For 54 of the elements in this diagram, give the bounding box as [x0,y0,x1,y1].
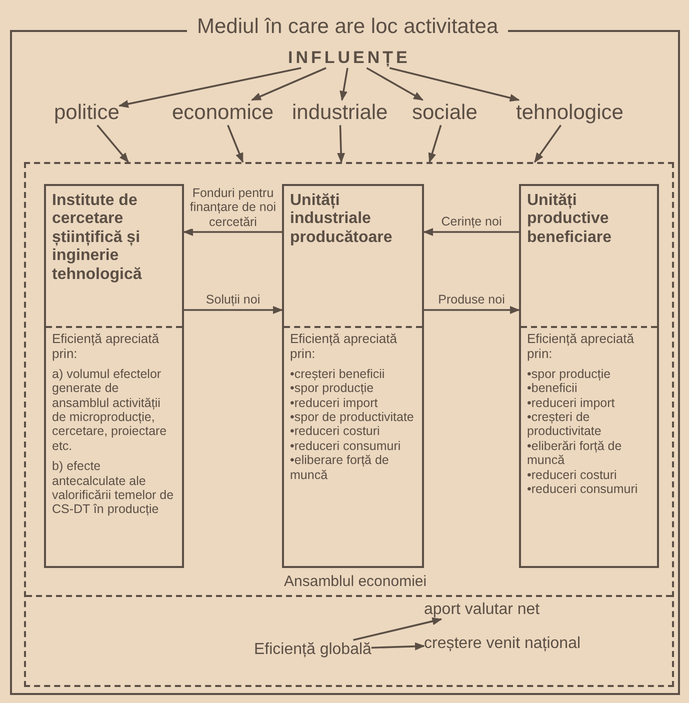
list-item: •spor producție [527,366,612,382]
list-item: •reduceri consumuri [527,482,639,496]
list-item: •eliberare forță de muncă [290,453,390,482]
entity-box [519,184,659,568]
criteria-heading: Eficiență apreciată prin: [290,332,398,362]
list-item: •spor producție [290,381,375,396]
arrow [340,68,348,101]
arrow [423,228,519,236]
text-label: industriale [292,100,388,126]
arrow [118,67,302,108]
box-title: Unități industriale producătoare [290,192,394,248]
text-label: aport valutar net [424,600,540,620]
list-item: •spor de productivitate [290,410,415,424]
arrow [337,125,346,163]
arrow [183,228,282,236]
arrow [96,124,129,163]
box-title: Unități productive beneficiare [527,192,612,248]
arrow [371,642,425,650]
list-item: •creșteri de productivitate [527,410,602,439]
text-label: economice [172,100,274,126]
arrow [227,124,244,163]
arrow [389,67,520,102]
edge-label: Cerințe noi [439,214,504,229]
list-item: b) efecte antecalculate ale valorificării temelor de CS-DT în producție [52,459,175,517]
list-item: •eliberări forță de muncă [527,438,623,468]
region-title: Ansamblul economiei [284,573,427,590]
criteria-heading: Eficiență apreciată prin: [52,332,160,362]
text-label: sociale [412,100,478,126]
text-label: tehnologice [516,100,624,126]
list-item: a) volumul efectelor generate de ansamblul activității de microproducție, cercetare, proiectare etc. [52,366,168,454]
list-item: •reduceri costuri [290,424,381,439]
list-item: •reduceri import [527,396,616,410]
arrow [353,617,442,641]
box-title: Institute de cercetare științifică și inginerie tehnologică [52,192,143,284]
arrow [428,124,442,163]
text-label: politice [54,100,120,126]
list-item: •reduceri costuri [527,468,618,482]
heading-text: INFLUENȚE [288,48,410,68]
arrow [424,306,520,314]
edge-label: Produse noi [436,292,507,307]
arrow [534,124,562,163]
arrow [366,67,424,101]
list-item: •reduceri import [290,396,379,410]
edge-label: Soluții noi [204,292,262,307]
arrow [184,306,283,314]
arrow [251,67,326,101]
text-label: creștere venit național [424,634,581,654]
entity-box [44,184,184,568]
criteria-heading: Eficiență apreciată prin: [527,332,635,362]
list-item: •creșteri beneficii [290,366,386,382]
entity-box [282,184,424,568]
list-item: •reduceri consumuri [290,438,402,454]
text-label: Eficiență globală [254,640,372,660]
list-item: •beneficii [527,381,578,396]
